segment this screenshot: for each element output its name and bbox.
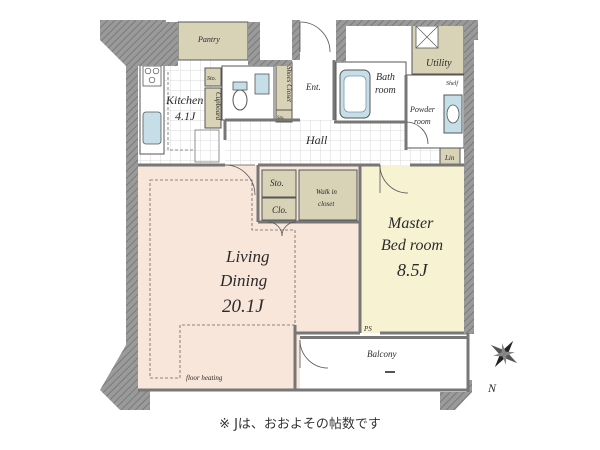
- column-top-right: [466, 20, 478, 40]
- bathtub-inner-icon: [343, 75, 367, 113]
- storage-label: Sto.: [270, 178, 284, 188]
- cupboard-closet: [204, 87, 222, 129]
- interior-walls: [138, 60, 468, 390]
- column-top-left: [100, 20, 166, 66]
- clo-closet: [261, 197, 297, 221]
- master-label: Master: [387, 215, 434, 232]
- compass-rose-icon: [490, 340, 518, 368]
- bath-room-label: room: [375, 85, 396, 96]
- ps-label: PS: [363, 325, 372, 333]
- balcony-floor: [300, 333, 468, 390]
- entry-floor: [292, 60, 334, 120]
- walk-in-closet-label: closet: [318, 200, 335, 208]
- floor-heating-label: floor heating: [186, 374, 223, 382]
- living-size-label: 20.1J: [222, 296, 265, 317]
- toilet-sink-icon: [254, 73, 270, 95]
- walk-in-closet: [298, 169, 358, 221]
- kitchen-sto-label: Sto.: [207, 76, 216, 82]
- doors: [224, 21, 429, 369]
- dining-label: Dining: [219, 271, 267, 290]
- kitchen-dashed-outline: [167, 72, 195, 151]
- storage-closet: [261, 169, 297, 198]
- column-bottom-right: [440, 380, 472, 410]
- ent-label: Ent.: [305, 82, 321, 92]
- column-bottom-left: [100, 345, 150, 410]
- hall-label: Hall: [305, 133, 328, 147]
- hall-sto-small-label: Sto.: [277, 116, 285, 121]
- bedroom-label: Bed room: [381, 237, 443, 254]
- powder-label: Powder: [409, 105, 436, 114]
- lin-label: Lin: [444, 154, 455, 162]
- toilet-tank-icon: [232, 81, 248, 91]
- kitchen-sink-icon: [142, 111, 162, 145]
- kitchen-label: Kitchen: [165, 93, 203, 107]
- powder-sink-icon: [446, 104, 460, 124]
- utility-label: Utility: [426, 58, 452, 69]
- compass-north-label: N: [487, 381, 497, 395]
- balcony-label: Balcony: [367, 349, 397, 359]
- bottom-walls: [138, 333, 470, 392]
- balcony-railing: [300, 336, 468, 339]
- living-label: Living: [225, 247, 269, 266]
- exterior-walls: [126, 20, 474, 390]
- walk-in-label: Walk in: [316, 188, 337, 196]
- bath-label: Bath: [376, 72, 395, 83]
- cupboard-label: Cupboard: [214, 92, 222, 121]
- shelf-label: Shelf: [446, 80, 459, 87]
- master-bedroom-floor: [360, 165, 468, 333]
- clo-label: Clo.: [272, 205, 287, 215]
- bedroom-size-label: 8.5J: [397, 260, 429, 280]
- kitchen-sto-closet: [204, 67, 222, 87]
- kitchen-size-label: 4.1J: [175, 109, 196, 123]
- powder-room-label: room: [414, 117, 431, 126]
- toilet-icon: [232, 89, 248, 111]
- pantry-label: Pantry: [197, 35, 220, 44]
- kitchen-island: [194, 129, 220, 163]
- size-note: ※ Jは、おおよその帖数です: [219, 417, 381, 432]
- shoes-closet-label: Shoes Closet: [285, 66, 293, 103]
